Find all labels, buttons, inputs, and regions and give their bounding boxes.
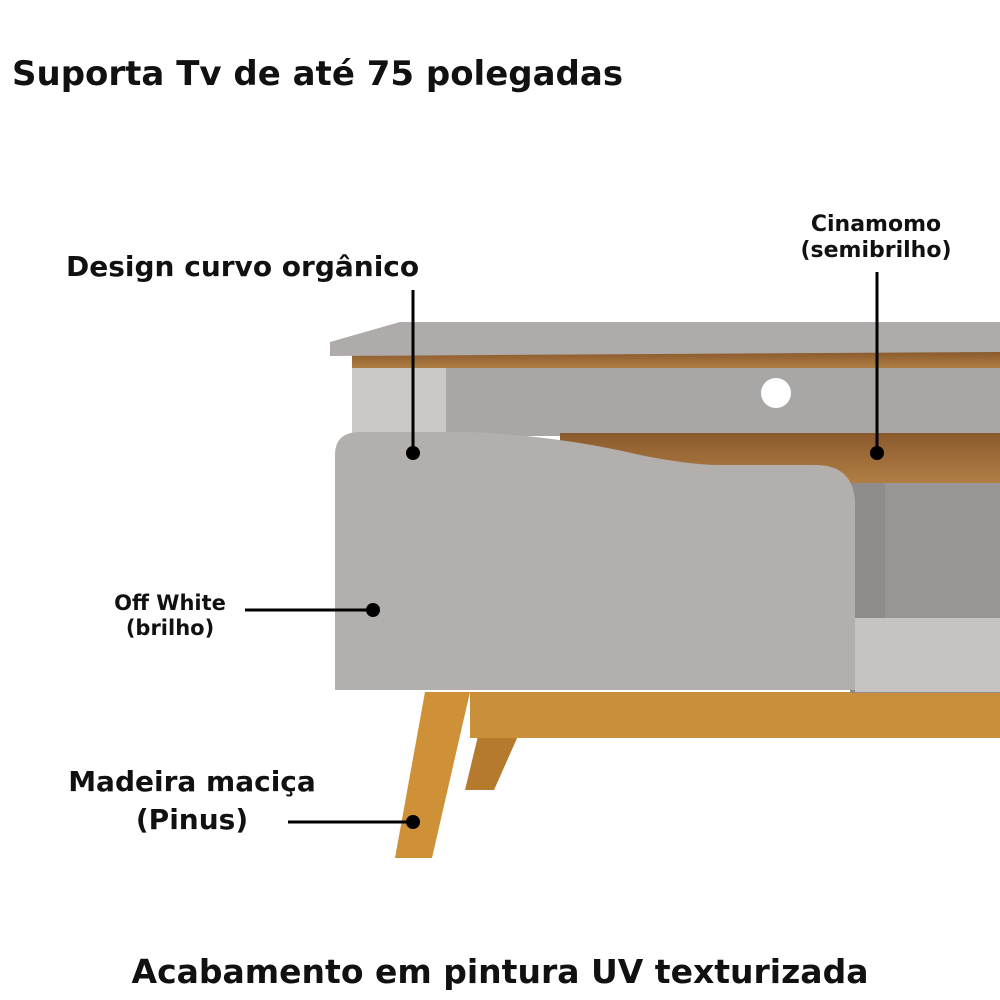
callout-lines [245,272,884,829]
cable-hole [761,378,791,408]
label-offwhite-line1: Off White [114,591,226,615]
label-design: Design curvo orgânico [66,250,420,283]
label-cinamomo-line1: Cinamomo [810,212,942,237]
curved-door [335,432,855,690]
label-madeira-line2: (Pinus) [135,803,249,836]
label-madeira-line1: Madeira maciça [68,765,316,798]
right-niche-inner [885,483,1000,618]
top-wood-band [352,352,1000,368]
label-offwhite: Off White (brilho) [80,591,260,641]
label-offwhite-line2: (brilho) [125,616,215,641]
footer-caption: Acabamento em pintura UV texturizada [131,952,869,991]
upper-niche-back [446,366,1000,436]
base-rail [470,692,1000,738]
top-lid [330,322,1000,356]
right-niche-floor [855,618,1000,692]
front-leg [395,692,470,858]
title: Suporta Tv de até 75 polegadas [12,54,624,94]
label-cinamomo-line2: (semibrilho) [800,238,952,264]
label-cinamomo: Cinamomo (semibrilho) [776,212,976,265]
back-leg [465,736,518,790]
label-madeira: Madeira maciça (Pinus) [42,763,342,839]
